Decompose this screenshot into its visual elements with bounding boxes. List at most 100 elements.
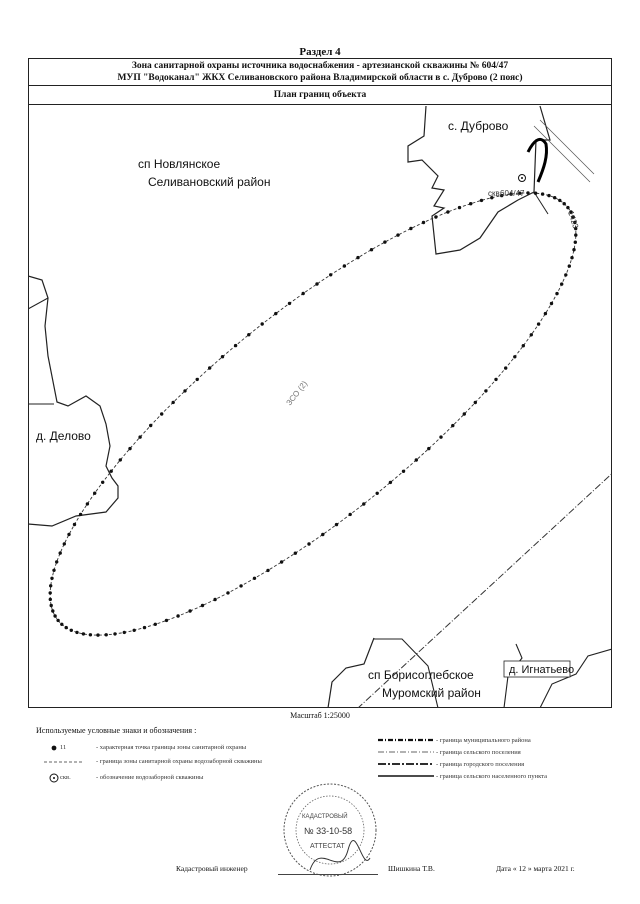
characteristic-point — [469, 202, 473, 206]
characteristic-point — [226, 591, 230, 595]
place-selivanovsky: Селивановский район — [148, 175, 270, 189]
road-line-b — [539, 119, 595, 175]
characteristic-point — [62, 542, 66, 546]
point-symbol-icon — [51, 745, 57, 751]
characteristic-point — [64, 625, 68, 630]
zone-tip-bold — [526, 138, 548, 183]
characteristic-point — [85, 502, 90, 506]
characteristic-point — [104, 633, 108, 637]
characteristic-point — [188, 609, 192, 613]
characteristic-point — [52, 568, 56, 572]
characteristic-point — [118, 458, 123, 462]
characteristic-point — [446, 210, 450, 214]
characteristic-point — [266, 568, 270, 573]
characteristic-point — [138, 435, 142, 439]
characteristic-point — [195, 377, 199, 382]
characteristic-point — [574, 226, 578, 231]
characteristic-point — [329, 273, 333, 277]
rural-border-line — [373, 638, 439, 709]
engineer-name: Шишкина Т.В. — [388, 864, 435, 873]
characteristic-point — [421, 220, 426, 225]
engineer-label: Кадастровый инженер — [176, 864, 248, 873]
characteristic-point — [176, 614, 180, 618]
legend-title: Используемые условные знаки и обозначени… — [36, 726, 197, 735]
characteristic-point — [183, 389, 187, 393]
place-novlyanskoe: сп Новлянское — [138, 157, 220, 171]
characteristic-point — [569, 210, 573, 214]
characteristic-point — [521, 344, 525, 348]
map-scale: Масштаб 1:25000 — [290, 711, 350, 720]
characteristic-point — [122, 630, 127, 635]
well-number: 604/47 — [500, 189, 525, 198]
characteristic-point — [553, 196, 557, 200]
document-title-line-2: МУП "Водоканал" ЖКХ Селивановского район… — [117, 73, 523, 83]
delovo-road — [27, 297, 49, 310]
characteristic-point — [51, 609, 55, 613]
characteristic-point — [513, 355, 517, 359]
characteristic-point — [439, 435, 443, 439]
characteristic-point — [536, 322, 541, 326]
characteristic-point — [315, 282, 319, 286]
map-frame: скв. 604/47 сп Новлянское Селивановский … — [27, 104, 619, 709]
legend-well-desc: - обозначение водозаборной скважины — [96, 774, 204, 781]
place-borisoglebskoe: сп Борисоглебское — [368, 668, 474, 682]
document-title-line-1: Зона санитарной охраны источника водосна… — [131, 61, 509, 71]
zone-label: ЗСО (2) — [284, 379, 309, 407]
characteristic-point — [72, 522, 77, 527]
characteristic-point — [571, 215, 575, 219]
characteristic-point — [49, 584, 53, 588]
characteristic-point — [401, 469, 406, 473]
characteristic-point — [260, 322, 264, 326]
place-muromsky: Муромский район — [382, 686, 481, 700]
characteristic-point — [93, 491, 97, 495]
characteristic-point — [55, 560, 59, 564]
legend-zone-desc: - граница зоны санитарной охраны водозаб… — [96, 758, 262, 765]
characteristic-point — [164, 618, 169, 623]
characteristic-point — [48, 597, 52, 602]
characteristic-point — [96, 633, 100, 637]
characteristic-point — [60, 622, 64, 626]
signature-icon — [309, 840, 371, 871]
south-settlement-border — [327, 637, 375, 709]
characteristic-point — [451, 423, 455, 428]
characteristic-point — [142, 625, 147, 630]
characteristic-point — [342, 264, 347, 268]
characteristic-point — [362, 502, 366, 506]
delovo-boundary — [27, 275, 119, 527]
engineer-stamp: КАДАСТРОВЫЙ № 33-10-58 АТТЕСТАТ — [283, 783, 377, 877]
characteristic-point — [494, 377, 498, 382]
characteristic-point — [132, 628, 136, 632]
plan-title: План границ объекта — [273, 90, 367, 100]
well-icon-center — [521, 177, 523, 179]
characteristic-point — [101, 480, 105, 484]
characteristic-point — [334, 522, 339, 527]
dubrovo-boundary — [407, 105, 551, 255]
map-border — [28, 104, 612, 708]
ignatyevo-label-box — [503, 660, 571, 678]
characteristic-point — [484, 389, 488, 393]
characteristic-point — [75, 630, 79, 635]
well-label: скв. — [488, 189, 502, 198]
characteristic-point — [558, 198, 562, 203]
road-line-a — [533, 125, 591, 183]
place-dubrovo: с. Дуброво — [448, 119, 509, 133]
characteristic-point — [396, 233, 400, 237]
characteristic-point — [518, 191, 522, 195]
characteristic-point — [78, 512, 83, 517]
characteristic-point — [567, 264, 571, 268]
characteristic-point — [153, 622, 157, 626]
characteristic-point — [239, 584, 243, 588]
characteristic-point — [560, 282, 564, 286]
characteristic-point — [573, 240, 577, 244]
characteristic-point — [434, 215, 438, 219]
characteristic-point — [566, 205, 570, 210]
characteristic-point — [160, 412, 164, 416]
legend-rural-desc: - граница сельского поселения — [436, 749, 521, 756]
legend-well-symbol: скв. — [60, 774, 71, 781]
legend-symbols-left — [44, 745, 84, 783]
characteristic-point — [562, 202, 566, 206]
characteristic-point — [53, 614, 57, 618]
characteristic-point — [274, 311, 278, 316]
characteristic-point — [388, 480, 393, 485]
characteristic-point — [307, 542, 311, 546]
